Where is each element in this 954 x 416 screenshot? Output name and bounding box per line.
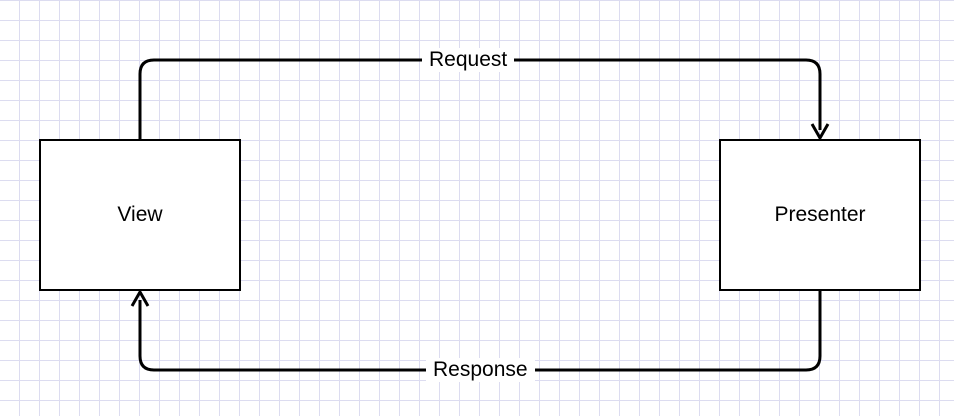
presenter-node[interactable]: Presenter [719, 139, 921, 291]
presenter-node-label: Presenter [774, 203, 866, 226]
response-edge-label: Response [426, 358, 535, 382]
response-arrowhead [130, 288, 150, 307]
request-arrowhead [810, 123, 830, 142]
request-edge-label: Request [422, 48, 515, 72]
view-node[interactable]: View [39, 139, 241, 291]
view-node-label: View [117, 203, 163, 226]
